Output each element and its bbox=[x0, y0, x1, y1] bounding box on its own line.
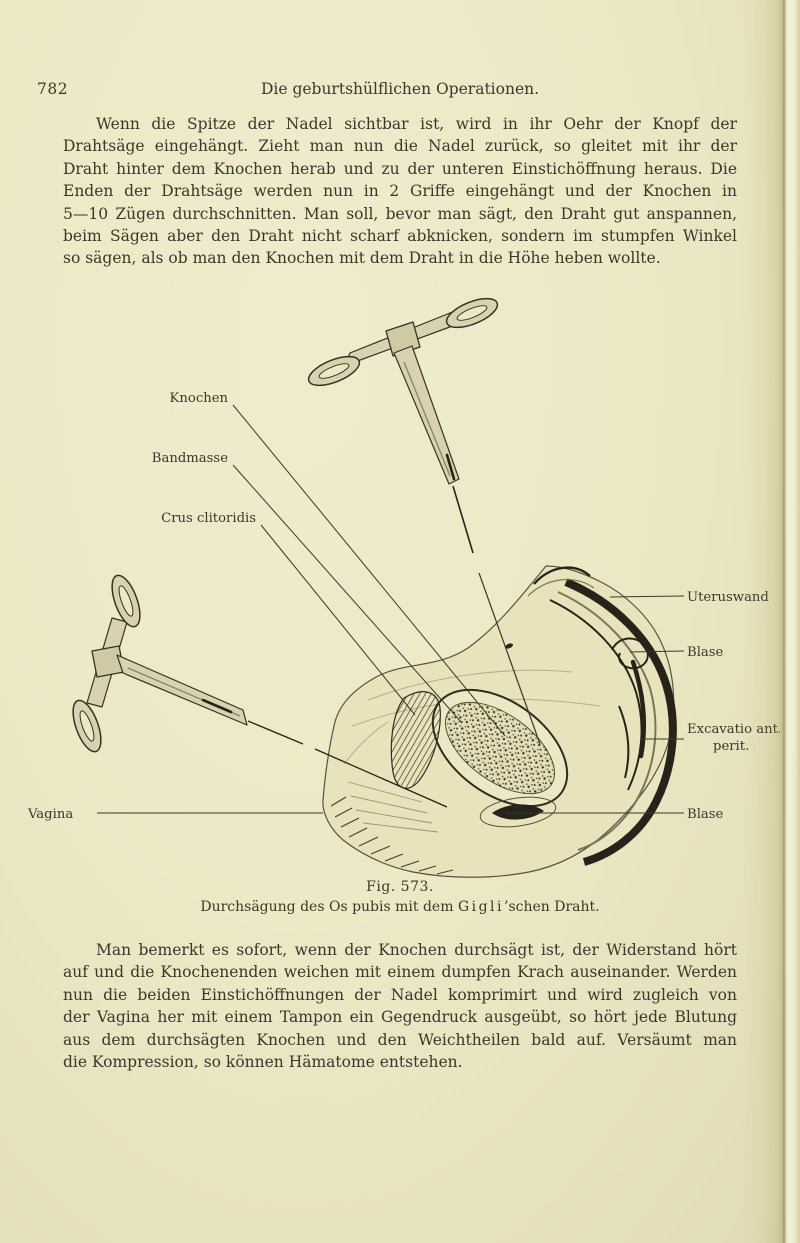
pelvis-sagittal-section bbox=[322, 565, 677, 878]
text-line: Man bemerkt es sofort, wenn der Knochen … bbox=[96, 941, 737, 959]
text-line: die Kompression, so können Hämatome ents… bbox=[63, 1053, 463, 1072]
label-blase-lower: Blase bbox=[687, 807, 724, 822]
figure-number: Fig. 573. bbox=[366, 879, 434, 895]
label-knochen: Knochen bbox=[170, 391, 229, 406]
caption-pre: Durchsägung des Os pubis mit dem bbox=[200, 898, 458, 915]
uterus-top-fold bbox=[533, 566, 591, 585]
text-line: beim Sägen aber den Draht nicht scharf a… bbox=[63, 227, 737, 246]
uterus-wall-outer bbox=[564, 578, 677, 866]
pointer-line-bandmasse bbox=[232, 464, 463, 724]
label-blase-upper: Blase bbox=[687, 645, 724, 660]
text-line: aus dem durchsägten Knochen und den Weic… bbox=[63, 1030, 737, 1049]
uterus-wall-mid bbox=[557, 591, 657, 851]
text-line: nun die beiden Einstichöffnungen der Nad… bbox=[63, 985, 737, 1004]
paragraph-1: Wenn die Spitze der Nadel sichtbar ist, … bbox=[63, 113, 737, 270]
figure-pointer-lines bbox=[97, 404, 685, 814]
top-needle-instrument bbox=[307, 297, 499, 554]
figure-caption: Fig. 573. Durchsägung des Os pubis mit d… bbox=[0, 878, 800, 917]
pointer-line-blase-upper bbox=[629, 650, 685, 653]
lower-bladder-outline bbox=[479, 796, 557, 828]
needle-shaft bbox=[393, 345, 460, 485]
caption-author-name: Gigli bbox=[457, 898, 505, 915]
text-line: 5—10 Zügen durchschnitten. Man soll, bev… bbox=[63, 204, 737, 223]
excavatio-slit bbox=[618, 705, 630, 779]
perineum-hatch bbox=[330, 796, 454, 875]
paragraph-2: Man bemerkt es sofort, wenn der Knochen … bbox=[63, 939, 737, 1073]
pointer-line-uteruswand bbox=[609, 595, 685, 598]
needle-shaft bbox=[116, 654, 248, 726]
label-crus-clitoridis: Crus clitoridis bbox=[161, 511, 256, 526]
figure-573-illustration: Knochen Bandmasse Crus clitoridis Vagina… bbox=[27, 297, 780, 878]
label-vagina: Vagina bbox=[27, 807, 73, 822]
label-uteruswand: Uteruswand bbox=[687, 590, 769, 605]
gigli-wire bbox=[247, 720, 448, 808]
tissue-fleck bbox=[505, 643, 513, 649]
text-line: Drahtsäge eingehängt. Zieht man nun die … bbox=[63, 137, 737, 156]
uterus-wall-inner bbox=[549, 599, 643, 791]
pointer-line-needle-track bbox=[478, 572, 541, 745]
vulva-hatch-lines bbox=[347, 781, 439, 833]
figure-caption-text: Durchsägung des Os pubis mit dem Gigli’s… bbox=[200, 899, 599, 915]
needle-slit bbox=[201, 698, 233, 714]
page-number: 782 bbox=[37, 80, 69, 98]
text-line: Wenn die Spitze der Nadel sichtbar ist, … bbox=[96, 115, 737, 133]
handle-loop-right bbox=[445, 297, 499, 329]
bladder-lumen-slit bbox=[630, 659, 647, 759]
text-line: auf und die Knochenenden weichen mit ein… bbox=[63, 963, 737, 982]
pubic-bone bbox=[431, 688, 569, 808]
needle-slit bbox=[445, 453, 456, 481]
needle-stylet bbox=[452, 485, 474, 554]
bladder-fold-curl bbox=[611, 637, 649, 670]
uterus-top-fold-light bbox=[527, 579, 595, 597]
handle-loop-left bbox=[307, 355, 361, 387]
crus-clitoridis-shape bbox=[390, 691, 441, 789]
handle-loop-bottom bbox=[72, 699, 102, 753]
label-excavatio-line1: Excavatio ant. bbox=[687, 722, 780, 737]
text-line: Draht hinter dem Knochen herab und zu de… bbox=[63, 159, 737, 178]
label-excavatio-line2: perit. bbox=[713, 739, 749, 754]
running-header: Die geburtshülflichen Operationen. bbox=[260, 80, 540, 98]
pointer-line-knochen bbox=[232, 404, 506, 737]
shaft-shading bbox=[403, 361, 451, 477]
text-line: Enden der Drahtsäge werden nun in 2 Grif… bbox=[63, 182, 737, 201]
left-needle-instrument bbox=[72, 574, 448, 808]
pointer-line-crus bbox=[260, 524, 416, 716]
handle-loop-top bbox=[111, 574, 141, 628]
text-line: so sägen, als ob man den Knochen mit dem… bbox=[63, 249, 661, 268]
label-bandmasse: Bandmasse bbox=[152, 451, 228, 466]
caption-post: ’schen Draht. bbox=[504, 898, 600, 915]
text-line: der Vagina her mit einem Tampon ein Gege… bbox=[63, 1008, 737, 1027]
lower-bladder-slit bbox=[492, 804, 544, 820]
